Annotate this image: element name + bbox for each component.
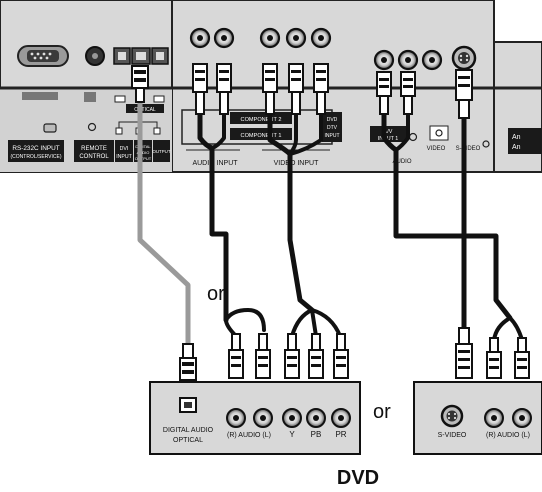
digital-audio-output-label-box: DIGITAL AUDIO OUTPUT xyxy=(134,140,152,162)
av-audio-cable xyxy=(381,109,513,321)
rca-plug-icon xyxy=(255,333,271,379)
video-input-label: VIDEO INPUT xyxy=(274,160,319,167)
audio-rl-label-right: (R) AUDIO (L) xyxy=(486,432,530,439)
dvi-and-optical-sockets-icon xyxy=(113,47,169,65)
remote-control-jack-icon xyxy=(85,46,105,66)
rca-plug-icon xyxy=(333,333,349,379)
y-label: Y xyxy=(289,430,295,439)
s-video-plug-icon xyxy=(455,327,473,379)
rca-plug-icon xyxy=(486,337,502,379)
s-video-plug-icon xyxy=(455,69,473,119)
cables xyxy=(137,99,524,353)
dtv-label: DTV xyxy=(327,125,338,131)
dvi-input-label: INPUT xyxy=(116,154,132,160)
optical-plug-icon xyxy=(131,65,149,103)
rca-plug-icon xyxy=(216,63,232,115)
antenna-label-2: An xyxy=(512,144,521,151)
audio-cable xyxy=(197,109,229,323)
optical-label: OPTICAL xyxy=(173,437,203,444)
rca-jack-icon xyxy=(373,49,395,71)
digital-audio-label: DIGITAL AUDIO xyxy=(163,427,214,434)
digital-label: DIGITAL xyxy=(135,144,151,149)
component2-label: COMPONENT 2 xyxy=(241,117,282,123)
optical-out-socket-icon xyxy=(179,397,197,413)
remote-label: REMOTE xyxy=(81,146,107,152)
rca-jack-icon xyxy=(285,27,307,49)
rs232c-input-label: RS-232C INPUT xyxy=(12,145,59,152)
optical-cable xyxy=(137,99,191,353)
rca-plug-icon xyxy=(313,63,329,115)
av-input-section: A/V INPUT 1 AUDIO VIDEO S-VIDEO xyxy=(370,125,490,165)
output-label-box: OUTPUT xyxy=(152,140,171,162)
output-label-2: OUTPUT xyxy=(152,149,170,154)
rca-plug-icon xyxy=(192,63,208,115)
pb-label: PB xyxy=(311,430,322,439)
audio-r-jack-icon xyxy=(226,408,246,428)
pr-label: PR xyxy=(335,430,346,439)
audio-cable-split xyxy=(210,110,226,150)
rca-plug-icon xyxy=(400,71,416,115)
rca-jack-icon xyxy=(259,27,281,49)
rca-plug-icon xyxy=(514,337,530,379)
s-video-panel-label: S-VIDEO xyxy=(456,146,481,152)
audio-l-jack-icon xyxy=(253,408,273,428)
component-cable xyxy=(267,109,315,313)
pr-jack-icon xyxy=(331,408,351,428)
or-label-2: or xyxy=(373,401,391,423)
audio-r-jack-icon xyxy=(484,408,504,428)
device-right-plugs xyxy=(455,327,530,379)
audio-l-jack-icon xyxy=(512,408,532,428)
dvd-device-svideo: S-VIDEO (R) AUDIO (L) xyxy=(413,381,542,455)
dvd-label: DVD xyxy=(327,117,338,123)
dvd-caption: DVD xyxy=(337,467,379,489)
rs232c-sub-label: (CONTROL/SERVICE) xyxy=(10,154,61,160)
rca-jack-icon xyxy=(310,27,332,49)
component-section: COMPONENT 2 COMPONENT 1 DVD DTV INPUT AU… xyxy=(181,109,342,167)
pb-jack-icon xyxy=(306,408,326,428)
tv-side-plugs xyxy=(131,63,473,119)
lower-left-connectors-icon xyxy=(22,92,165,135)
output-label: OUTPUT xyxy=(135,156,152,161)
dvi-label: DVI xyxy=(120,146,129,152)
rca-jack-icon xyxy=(213,27,235,49)
audio-rl-label: (R) AUDIO (L) xyxy=(227,432,271,439)
rca-jack-icon xyxy=(397,49,419,71)
rca-plug-icon xyxy=(284,333,300,379)
s-video-label: S-VIDEO xyxy=(438,432,467,439)
control-label: CONTROL xyxy=(79,154,109,160)
remote-control-label-box: REMOTE CONTROL xyxy=(74,140,114,162)
optical-label-box: OPTICAL xyxy=(126,104,164,113)
audio-input-label: AUDIO INPUT xyxy=(192,160,238,167)
rca-plug-icon xyxy=(262,63,278,115)
s-video-jack-icon xyxy=(440,404,464,428)
s-video-jack-icon xyxy=(451,45,477,71)
video-label: VIDEO xyxy=(427,146,446,152)
rca-plug-icon xyxy=(288,63,304,115)
rca-plug-icon xyxy=(376,71,392,115)
optical-panel-label: OPTICAL xyxy=(134,107,156,113)
antenna-label-1: An xyxy=(512,134,521,141)
av-input-1-label: INPUT 1 xyxy=(378,136,399,142)
rca-jack-icon xyxy=(421,49,443,71)
component1-label: COMPONENT 1 xyxy=(241,133,282,139)
audio-label: AUDIO xyxy=(137,150,150,155)
optical-plug-icon xyxy=(179,343,197,381)
serial-port-icon xyxy=(17,45,69,67)
upper-rca-jacks xyxy=(189,27,477,71)
rca-jack-icon xyxy=(189,27,211,49)
antenna-label-box: An An xyxy=(508,128,542,154)
device-left-plugs xyxy=(179,333,349,381)
rca-plug-icon xyxy=(228,333,244,379)
y-jack-icon xyxy=(282,408,302,428)
or-label-1: or xyxy=(207,283,225,305)
av-label: A/V xyxy=(384,129,393,135)
rca-plug-icon xyxy=(308,333,324,379)
av-audio-label: AUDIO xyxy=(392,159,411,165)
dvd-device-component: DIGITAL AUDIO OPTICAL (R) AUDIO (L) Y PB… xyxy=(149,381,361,455)
dvi-input-label-box: DVI INPUT xyxy=(115,140,133,162)
rs232c-label-box: RS-232C INPUT (CONTROL/SERVICE) xyxy=(8,140,64,162)
input-label: INPUT xyxy=(325,133,340,139)
